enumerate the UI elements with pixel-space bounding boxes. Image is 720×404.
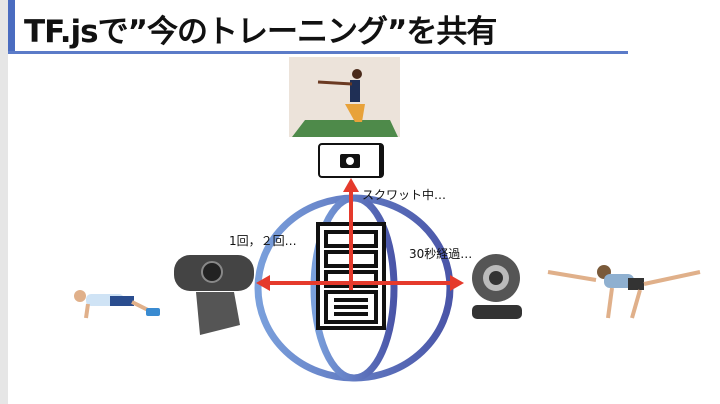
left-margin (0, 0, 8, 404)
squat-photo (289, 57, 400, 137)
data-flow-arrows (256, 178, 464, 291)
pushup-person-illustration (74, 290, 160, 319)
title-underline (8, 51, 628, 54)
slide-title: TF.jsで”今のトレーニング”を共有 (24, 14, 497, 50)
title-accent-bar (8, 0, 15, 53)
camera-phone-icon (318, 143, 384, 178)
rep-count-label: 1回，２回… (229, 234, 297, 248)
elapsed-time-label: 30秒経過… (409, 247, 473, 261)
bird-dog-person-illustration (547, 265, 701, 319)
left-webcam-icon (174, 255, 254, 335)
right-webcam-icon (472, 254, 522, 319)
squat-status-label: スクワット中… (362, 188, 447, 202)
